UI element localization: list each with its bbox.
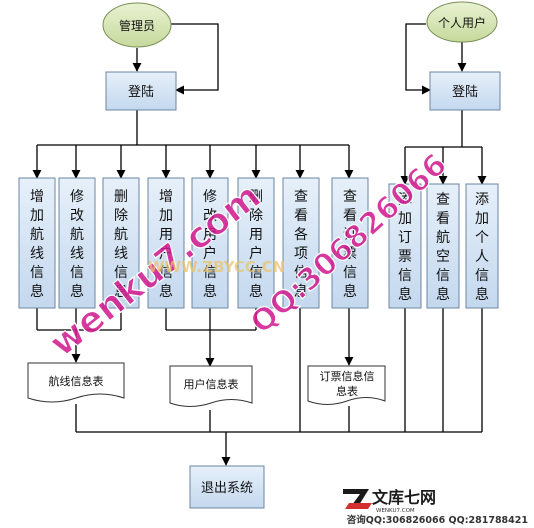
function-label-7: 查看各项信息 <box>294 189 308 300</box>
admin-label: 管理员 <box>119 18 155 33</box>
footer-brand-name: 文库七网 <box>372 488 436 507</box>
user-node <box>426 1 498 43</box>
function-label-3: 删除航线信息 <box>114 189 128 300</box>
edge-admin-loop <box>160 23 219 95</box>
login-right-label: 登陆 <box>452 84 478 100</box>
function-label-1: 增加航线信息 <box>30 189 44 300</box>
user-table-doc <box>169 365 253 407</box>
brand-logo-icon <box>343 489 369 505</box>
function-label-2: 修改航线信息 <box>70 189 84 300</box>
function-box-4 <box>147 177 185 309</box>
booking-table-doc <box>307 365 386 405</box>
function-box-1 <box>18 177 56 309</box>
function-label-9: 添加订票信息 <box>398 192 412 303</box>
footer-brand: 文库七网 WENKU7.COM <box>343 488 436 514</box>
route-table-label: 航线信息表 <box>49 374 104 388</box>
exit-box <box>189 465 265 509</box>
brand-logo-accent-icon <box>345 503 372 509</box>
user-label: 个人用户 <box>438 15 486 30</box>
function-box-6 <box>237 177 275 309</box>
user-table-label: 用户信息表 <box>184 377 239 391</box>
watermark-site-overlay: WWW.ZBYCC.CN <box>148 258 285 276</box>
function-label-11: 添加个人信息 <box>475 192 489 303</box>
function-box-11 <box>465 183 499 309</box>
admin-node <box>102 2 172 48</box>
function-box-3 <box>102 177 140 309</box>
route-table-doc <box>27 362 125 403</box>
booking-table-label-line1: 订票信息信 <box>320 369 375 383</box>
function-box-7 <box>282 177 320 309</box>
function-label-6: 删除用户信息 <box>249 189 263 300</box>
booking-table-label-line2: 息表 <box>336 384 358 398</box>
function-box-5 <box>191 177 229 309</box>
login-left-box <box>105 71 177 111</box>
function-label-10: 查看航空信息 <box>436 192 450 303</box>
edge-user-loop <box>405 23 431 95</box>
function-label-4: 增加用户信息 <box>159 189 173 300</box>
function-label-8: 查看订票信息 <box>343 189 357 300</box>
login-right-box <box>429 71 501 111</box>
footer-brand-url: WENKU7.COM <box>376 508 415 514</box>
function-box-10 <box>426 183 460 309</box>
function-label-5: 修改用户信息 <box>203 189 217 300</box>
footer-contact: 咨询QQ:306826066 QQ:281788421 <box>347 514 528 526</box>
function-boxes: 增加航线信息 修改航线信息 删除航线信息 增加用户信息 修改用户信息 删除用户信息 查看各项… <box>18 177 499 309</box>
function-box-2 <box>58 177 96 309</box>
exit-label: 退出系统 <box>201 481 253 496</box>
function-box-8 <box>331 177 369 309</box>
function-box-9 <box>388 183 422 309</box>
login-left-label: 登陆 <box>128 84 154 100</box>
